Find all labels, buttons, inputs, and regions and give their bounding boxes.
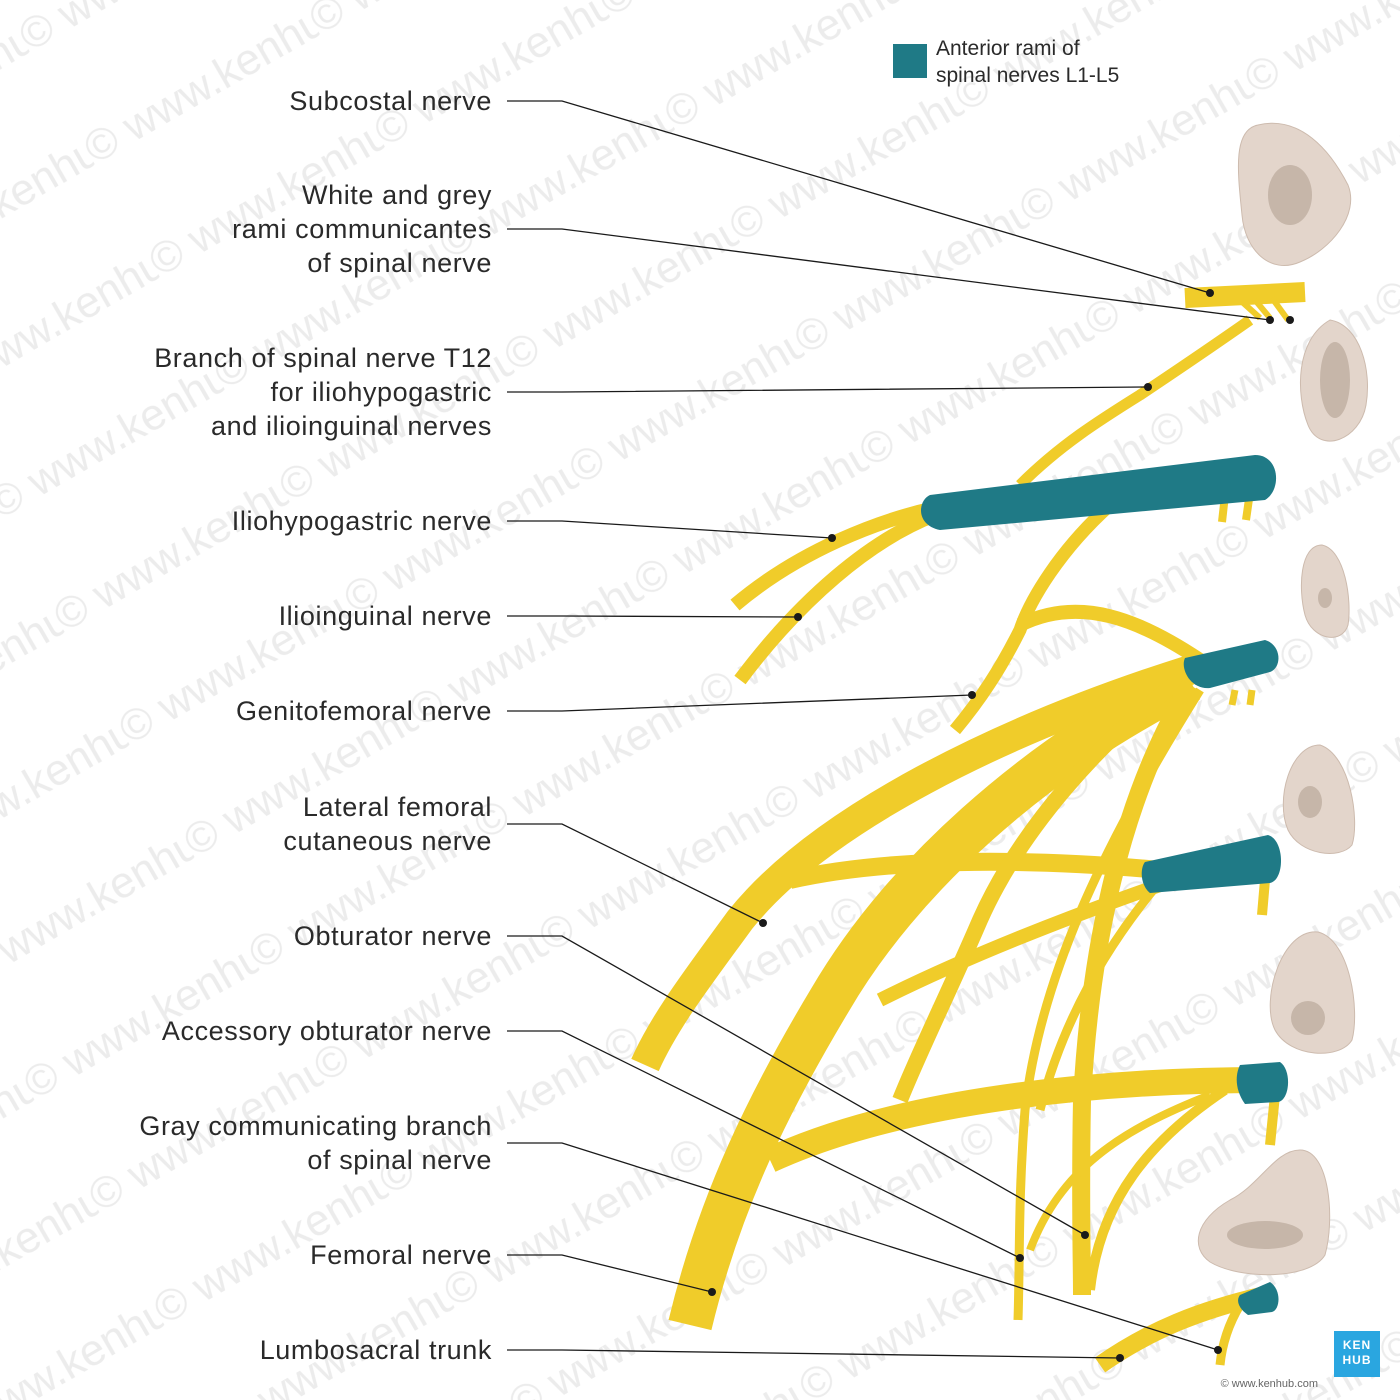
ramus-l4: [1236, 1062, 1289, 1104]
label-genitofemoral-nerve: Genitofemoral nerve: [236, 694, 492, 728]
legend-line-2: spinal nerves L1-L5: [936, 64, 1120, 87]
label-line: of spinal nerve: [307, 1145, 492, 1175]
subcostal-nerve-shape: [1184, 282, 1306, 308]
femoral-nerve-shape: [668, 660, 1200, 1331]
leader-femoral: [507, 1254, 713, 1293]
ramus-l1: [920, 455, 1277, 530]
genitofemoral-nerve-shape: [950, 500, 1115, 735]
iliohypogastric-nerve-shape: [730, 501, 937, 611]
label-line: Iliohypogastric nerve: [231, 506, 492, 536]
leader-gray-communicating: [507, 1142, 1219, 1351]
label-line: Subcostal nerve: [289, 86, 492, 116]
lateral-femoral-cutaneous-shape: [631, 655, 1195, 1072]
anterior-rami: [920, 455, 1289, 1315]
leader-dots: [708, 289, 1294, 1362]
nerves: [631, 282, 1306, 1373]
ramus-l3: [1141, 835, 1282, 893]
vertebra-l5: [1197, 1149, 1331, 1276]
label-line: Lumbosacral trunk: [259, 1335, 492, 1365]
leader-genitofemoral: [507, 694, 973, 712]
leader-obturator: [507, 935, 1086, 1236]
leader-lateral-femoral-cutaneous: [507, 823, 764, 924]
label-lateral-femoral-cutaneous: Lateral femoral cutaneous nerve: [283, 790, 492, 858]
leader-accessory-obturator: [507, 1030, 1021, 1259]
label-rami-communicantes: White and grey rami communicantes of spi…: [232, 178, 492, 280]
ilioinguinal-nerve-shape: [734, 508, 938, 685]
label-line: of spinal nerve: [307, 248, 492, 278]
label-line: Genitofemoral nerve: [235, 696, 492, 726]
label-line: Accessory obturator nerve: [161, 1016, 492, 1046]
label-gray-communicating-branch: Gray communicating branch of spinal nerv…: [139, 1109, 492, 1177]
logo-line-1: KEN: [1342, 1338, 1372, 1352]
label-obturator-nerve: Obturator nerve: [294, 919, 492, 953]
label-ilioinguinal-nerve: Ilioinguinal nerve: [279, 599, 492, 633]
label-line: Femoral nerve: [310, 1240, 492, 1270]
label-line: rami communicantes: [232, 214, 492, 244]
leader-lumbosacral: [507, 1349, 1121, 1359]
label-line: Obturator nerve: [293, 921, 492, 951]
label-t12-branch: Branch of spinal nerve T12 for iliohypog…: [154, 341, 492, 443]
vertebrae: [1197, 122, 1368, 1276]
label-accessory-obturator-nerve: Accessory obturator nerve: [162, 1014, 492, 1048]
leader-t12-branch: [507, 386, 1149, 393]
label-iliohypogastric-nerve: Iliohypogastric nerve: [232, 504, 492, 538]
label-line: Gray communicating branch: [139, 1111, 492, 1141]
ramus-l2: [1183, 640, 1279, 689]
copyright-text: © www.kenhub.com: [1220, 1378, 1318, 1390]
logo-line-2: HUB: [1342, 1353, 1372, 1367]
legend-swatch: [893, 44, 927, 78]
label-line: cutaneous nerve: [283, 826, 492, 856]
label-line: Ilioinguinal nerve: [278, 601, 492, 631]
legend-text: Anterior rami of spinal nerves L1-L5: [936, 35, 1119, 89]
label-subcostal-nerve: Subcostal nerve: [289, 84, 492, 118]
leader-lines: [507, 100, 1271, 1359]
ramus-l5: [1238, 1282, 1279, 1315]
leader-iliohypogastric: [507, 520, 833, 539]
vertebra-l4: [1269, 931, 1356, 1054]
label-line: and ilioinguinal nerves: [211, 411, 492, 441]
label-lumbosacral-trunk: Lumbosacral trunk: [260, 1333, 492, 1367]
leader-rami-communicantes: [507, 228, 1271, 321]
label-line: Lateral femoral: [302, 792, 492, 822]
t12-branch-shape: [1016, 315, 1254, 489]
kenhub-logo: KEN HUB: [1334, 1331, 1380, 1377]
label-line: White and grey: [302, 180, 492, 210]
legend-line-1: Anterior rami of: [936, 37, 1080, 60]
accessory-obturator-shape: [1013, 687, 1204, 1321]
leader-subcostal: [507, 100, 1211, 294]
label-line: for iliohypogastric: [270, 377, 492, 407]
label-line: Branch of spinal nerve T12: [154, 343, 492, 373]
leader-ilioinguinal: [507, 615, 799, 618]
label-femoral-nerve: Femoral nerve: [310, 1238, 492, 1272]
